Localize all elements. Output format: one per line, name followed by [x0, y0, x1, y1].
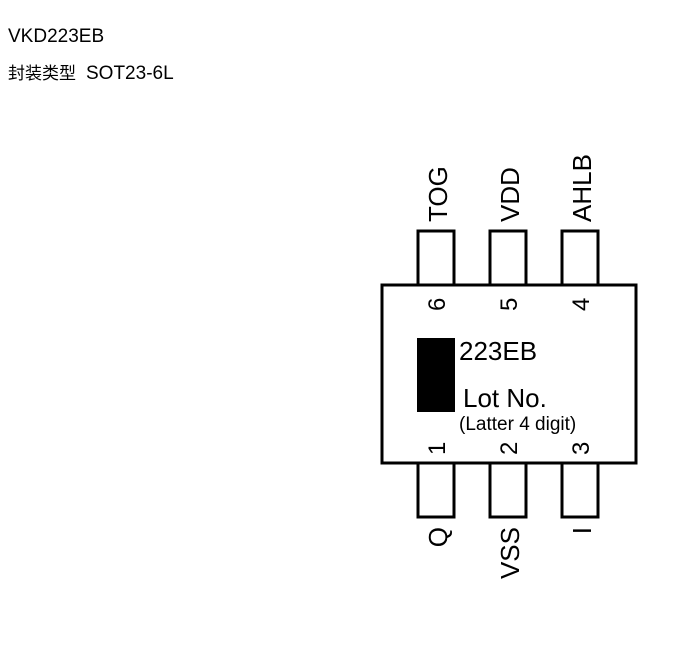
- pin-2-number: 2: [496, 442, 523, 455]
- pin-6-lead: [416, 229, 456, 287]
- pin-1-lead: [416, 461, 456, 519]
- chip-title: VKD223EB: [8, 26, 105, 47]
- pin-4-lead: [560, 229, 600, 287]
- pin-3-lead: [560, 461, 600, 519]
- pin-6-number: 6: [424, 298, 451, 311]
- lot-number-note: (Latter 4 digit): [459, 414, 576, 435]
- pin-2-lead: [488, 461, 528, 519]
- chip-marking: 223EB: [459, 336, 537, 366]
- package-label: 封装类型: [8, 64, 76, 84]
- pin-6-name: TOG: [423, 166, 453, 222]
- package-value: SOT23-6L: [86, 63, 174, 84]
- pin-5-lead: [488, 229, 528, 287]
- package-line: 封装类型 SOT23-6L: [8, 63, 174, 85]
- pin-5-number: 5: [496, 298, 523, 311]
- pin-1-name: Q: [423, 527, 453, 547]
- pin-1-number: 1: [424, 442, 451, 455]
- pin-4-number: 4: [568, 298, 595, 311]
- marking-block: [417, 338, 455, 412]
- pin-3-name: I: [567, 527, 597, 534]
- pin-3-number: 3: [568, 442, 595, 455]
- pin-5-name: VDD: [495, 167, 525, 222]
- lot-number-label: Lot No.: [463, 383, 547, 413]
- pin-2-name: VSS: [495, 527, 525, 579]
- pin-4-name: AHLB: [567, 154, 597, 222]
